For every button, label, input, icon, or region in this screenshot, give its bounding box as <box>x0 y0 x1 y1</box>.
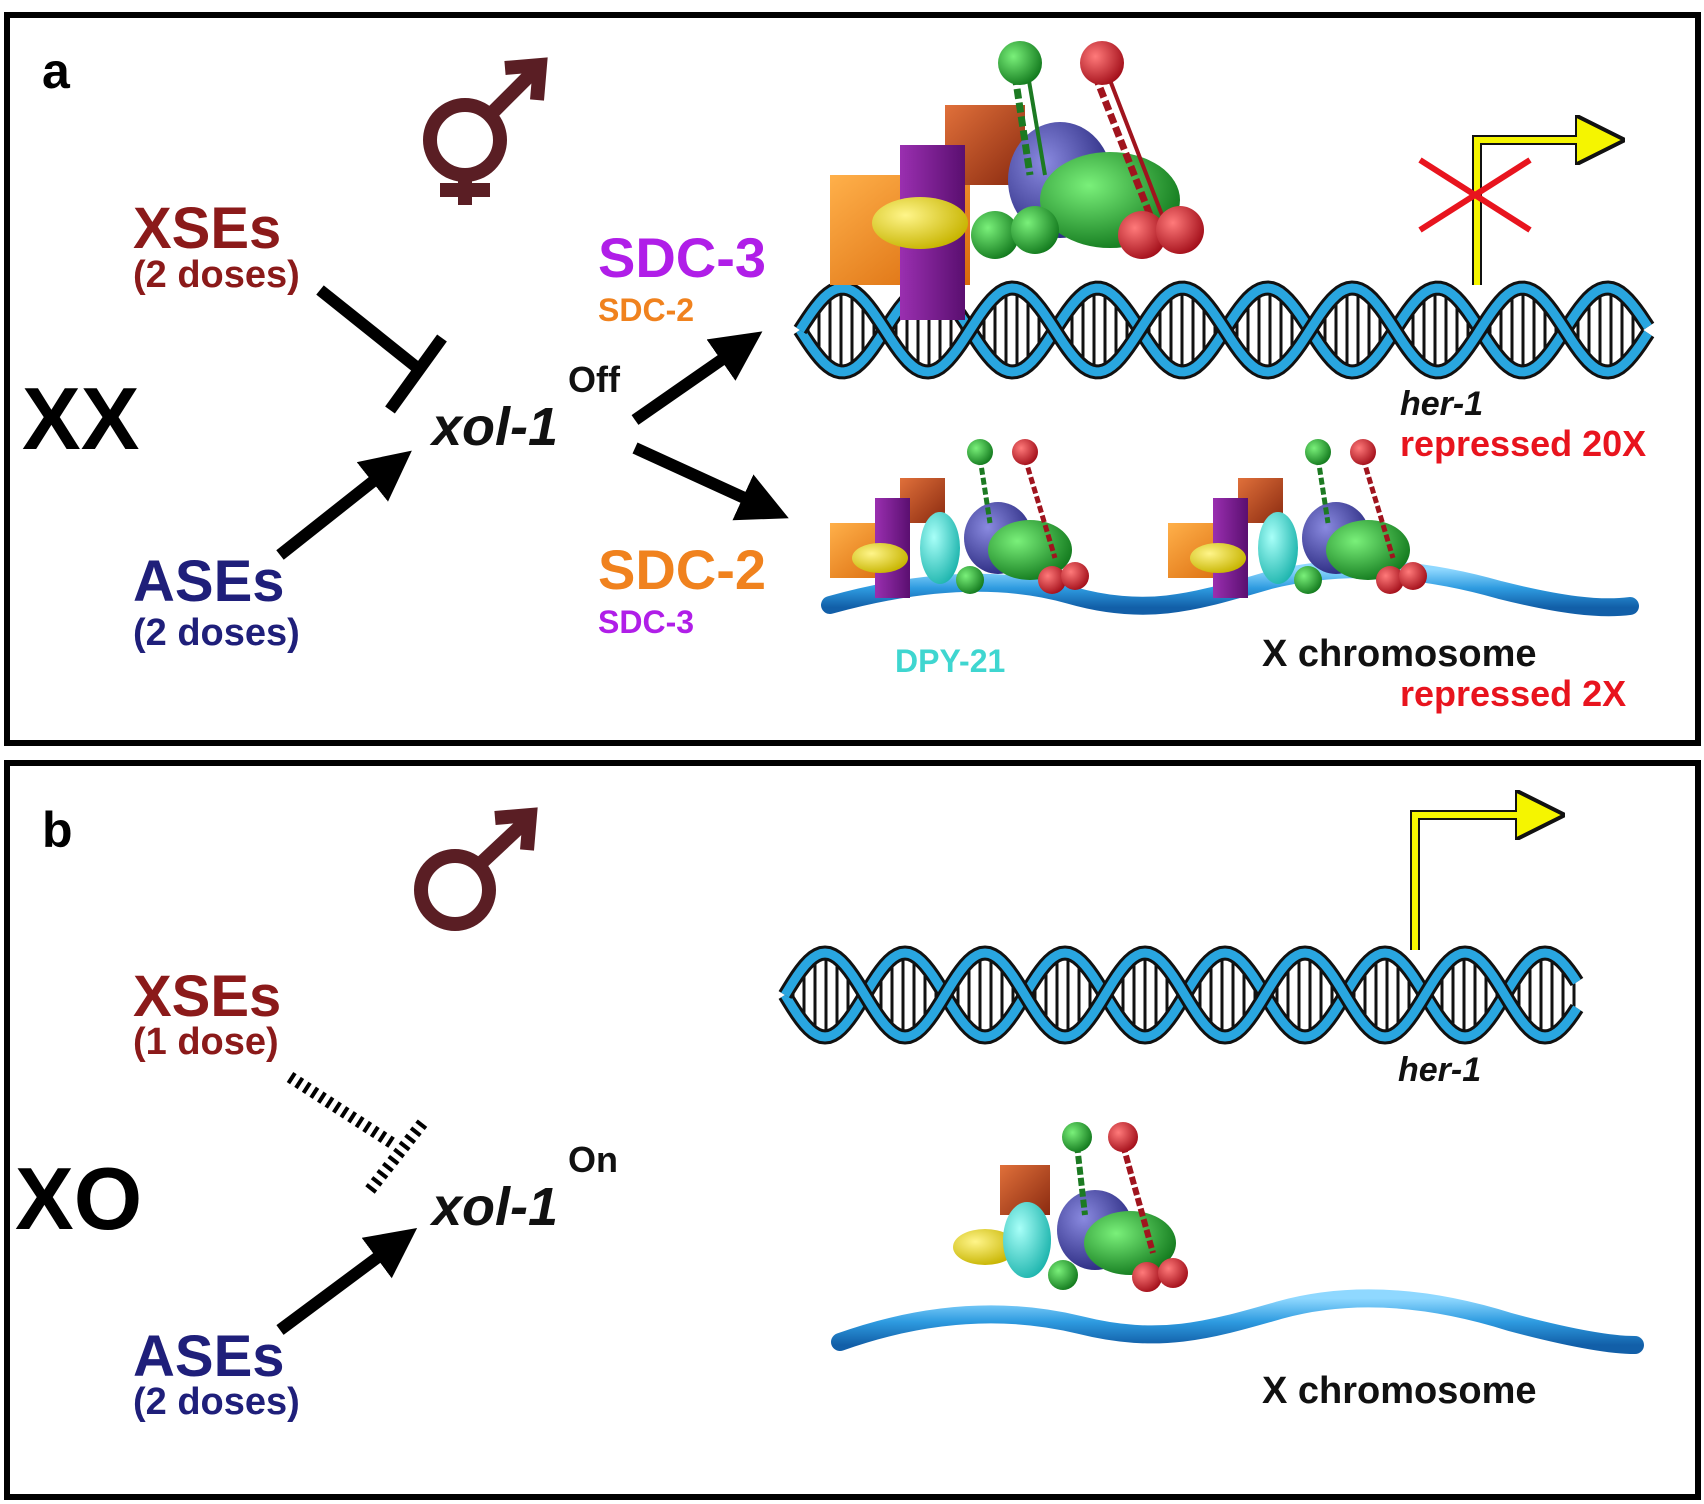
dosage-compensation-complex-small-1 <box>830 439 1089 598</box>
her1-promoter-arrow-b <box>1410 815 1545 950</box>
genotype-label-a: XX <box>22 369 140 468</box>
x-chromosome-tube-a <box>821 560 1639 617</box>
ases-activation-arrow-b <box>276 1227 418 1335</box>
xses-label-a: XSEs <box>133 196 282 261</box>
dosage-compensation-complex-free <box>953 1122 1188 1292</box>
dpy21-label: DPY-21 <box>895 643 1006 679</box>
xses-inhibition-arrow <box>316 285 447 414</box>
xses-weak-inhibition-arrow <box>286 1071 430 1194</box>
xol1-gene-b: xol-1 <box>432 1177 559 1237</box>
xol1-state-on: On <box>568 1139 618 1180</box>
ases-activation-arrow <box>276 450 412 560</box>
sdc2-secondary-label: SDC-2 <box>598 292 695 328</box>
ases-label-b: ASEs <box>133 1324 285 1389</box>
panel-a-letter: a <box>42 43 70 99</box>
her1-promoter-arrow <box>1472 140 1605 285</box>
panel-a <box>4 12 1701 746</box>
her1-dna-helix <box>793 280 1655 380</box>
her1-gene-label-a: her-1 <box>1400 385 1484 423</box>
dosage-compensation-complex-small-2 <box>1168 439 1427 598</box>
sdc3-primary-label: SDC-3 <box>598 226 767 289</box>
x-chromosome-repression-label: repressed 2X <box>1400 673 1627 714</box>
arrow-to-her1 <box>631 331 763 425</box>
sdc2-primary-label: SDC-2 <box>598 538 767 601</box>
xses-label-b: XSEs <box>133 964 282 1029</box>
xol1-gene-a: xol-1 <box>432 397 559 457</box>
sdc3-secondary-label: SDC-3 <box>598 604 695 640</box>
male-symbol-icon <box>414 807 538 931</box>
her1-dna-helix-b <box>778 945 1584 1045</box>
xol1-state-off: Off <box>568 359 620 400</box>
panel-b-letter: b <box>42 802 73 858</box>
ases-label-a: ASEs <box>133 549 285 614</box>
x-chromosome-label-a: X chromosome <box>1262 633 1537 675</box>
x-chromosome-tube-b <box>831 1289 1644 1354</box>
genotype-label-b: XO <box>15 1149 143 1248</box>
her1-gene-label-b: her-1 <box>1398 1051 1482 1089</box>
ases-dose-a: (2 doses) <box>133 612 300 654</box>
hermaphrodite-symbol-icon <box>423 57 548 205</box>
arrow-to-x-chromosome <box>632 442 789 521</box>
her1-repression-label: repressed 20X <box>1400 423 1647 464</box>
xses-dose-b: (1 dose) <box>133 1021 279 1063</box>
ases-dose-b: (2 doses) <box>133 1381 300 1423</box>
dosage-compensation-complex-large <box>830 41 1204 320</box>
repression-cross-icon <box>1418 157 1532 233</box>
x-chromosome-label-b: X chromosome <box>1262 1370 1537 1412</box>
xses-dose-a: (2 doses) <box>133 254 300 296</box>
